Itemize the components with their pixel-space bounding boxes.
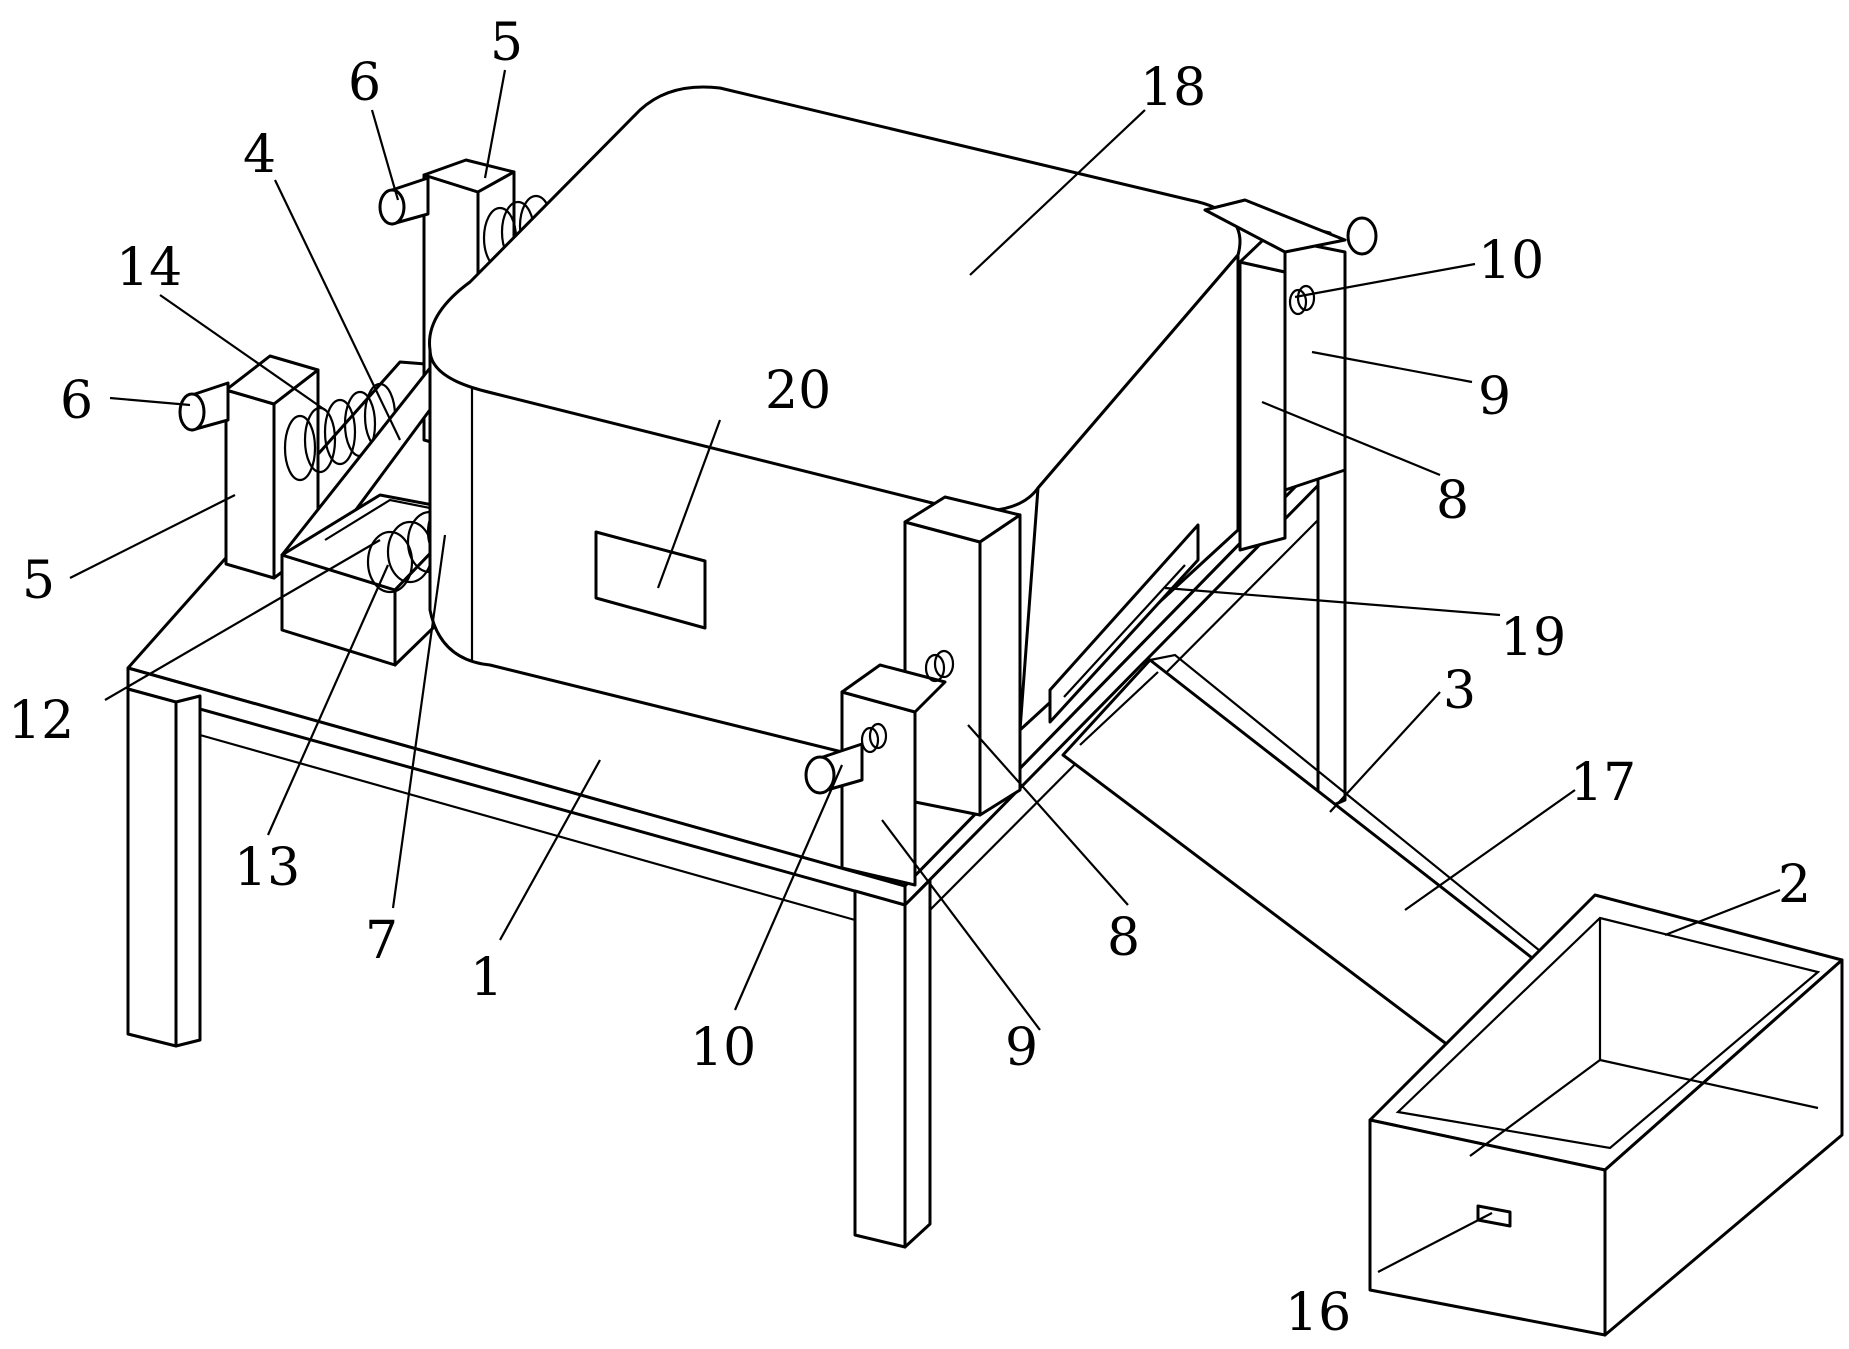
label-9-front: 9: [1005, 1018, 1038, 1078]
label-12: 12: [8, 691, 74, 751]
leg-front-right-side: [905, 880, 930, 1247]
bracket-9-back: [1285, 240, 1345, 490]
label-5-top: 5: [490, 13, 523, 73]
label-7: 7: [365, 911, 398, 971]
leg-back-right: [1318, 458, 1345, 812]
leg-front-left: [128, 689, 176, 1046]
label-8-right: 8: [1436, 471, 1469, 531]
label-6-top: 6: [348, 53, 381, 113]
label-2: 2: [1778, 855, 1811, 915]
label-18: 18: [1140, 58, 1206, 118]
support-block-front: [226, 390, 274, 578]
label-19: 19: [1500, 608, 1566, 668]
label-10-right: 10: [1478, 231, 1544, 291]
label-1: 1: [470, 948, 503, 1008]
bracket-9-front: [842, 692, 915, 885]
post-8-back: [1240, 262, 1285, 550]
label-14: 14: [116, 238, 182, 298]
label-17: 17: [1570, 753, 1636, 813]
leg-front-left-side: [176, 696, 200, 1046]
label-5-left: 5: [22, 551, 55, 611]
label-4: 4: [243, 125, 276, 185]
label-8-front: 8: [1107, 908, 1140, 968]
label-20: 20: [765, 361, 831, 421]
label-6-left: 6: [60, 371, 93, 431]
label-9-right: 9: [1478, 367, 1511, 427]
label-10-front: 10: [690, 1018, 756, 1078]
label-16: 16: [1285, 1283, 1351, 1343]
label-13: 13: [234, 838, 300, 898]
label-3: 3: [1443, 661, 1476, 721]
leg-front-right: [855, 891, 905, 1247]
